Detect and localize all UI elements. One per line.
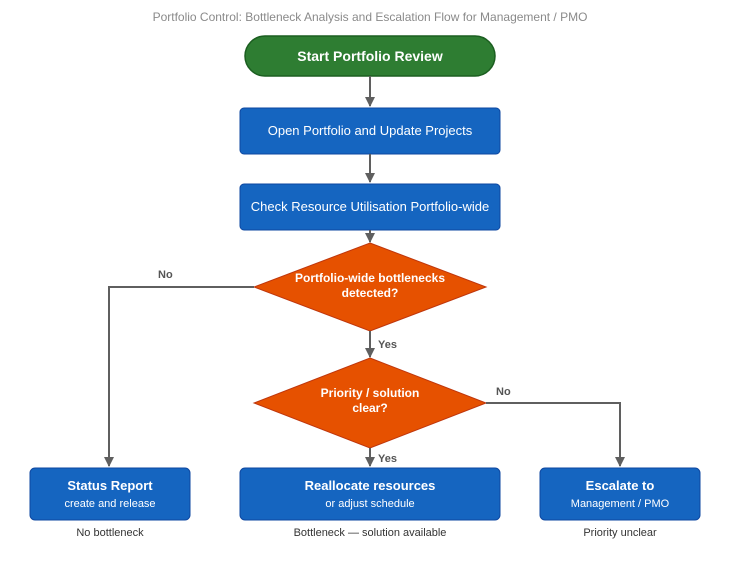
reallocate-subtitle: or adjust schedule	[325, 498, 414, 510]
decision-priority-line2: clear?	[352, 401, 387, 415]
escalate-node: Escalate to Management / PMO	[539, 467, 701, 521]
check-resources-label: Check Resource Utilisation Portfolio-wid…	[251, 199, 489, 214]
decision-bottlenecks-line1: Portfolio-wide bottlenecks	[295, 271, 445, 285]
reallocate-node: Reallocate resources or adjust schedule	[239, 467, 501, 521]
reallocate-shape	[239, 467, 501, 521]
edge-label-yes-priority: Yes	[378, 453, 397, 465]
status-report-shape	[29, 467, 191, 521]
decision-bottlenecks-node: Portfolio-wide bottlenecks detected?	[252, 242, 488, 332]
open-portfolio-label: Open Portfolio and Update Projects	[268, 123, 473, 138]
edge-label-no-priority: No	[496, 386, 511, 398]
status-report-node: Status Report create and release	[29, 467, 191, 521]
check-resources-node: Check Resource Utilisation Portfolio-wid…	[239, 183, 501, 231]
edge-label-yes-bottleneck: Yes	[378, 339, 397, 351]
escalate-title: Escalate to	[586, 478, 655, 493]
arrow-no-priority	[486, 402, 625, 467]
decision-priority-node: Priority / solution clear?	[252, 357, 488, 449]
reallocate-caption: Bottleneck — solution available	[294, 527, 447, 539]
status-report-caption: No bottleneck	[76, 527, 144, 539]
status-report-title: Status Report	[67, 478, 153, 493]
escalate-shape	[539, 467, 701, 521]
start-node: Start Portfolio Review	[244, 35, 496, 77]
decision-priority-line1: Priority / solution	[321, 386, 420, 400]
decision-bottlenecks-line2: detected?	[342, 286, 399, 300]
diagram-title: Portfolio Control: Bottleneck Analysis a…	[153, 10, 588, 24]
escalate-caption: Priority unclear	[583, 527, 657, 539]
escalate-subtitle: Management / PMO	[571, 498, 670, 510]
status-report-subtitle: create and release	[64, 498, 155, 510]
start-node-label: Start Portfolio Review	[297, 48, 443, 64]
reallocate-title: Reallocate resources	[305, 478, 436, 493]
edge-label-no-bottleneck: No	[158, 269, 173, 281]
arrow-no-bottleneck	[104, 286, 254, 467]
open-portfolio-node: Open Portfolio and Update Projects	[239, 107, 501, 155]
